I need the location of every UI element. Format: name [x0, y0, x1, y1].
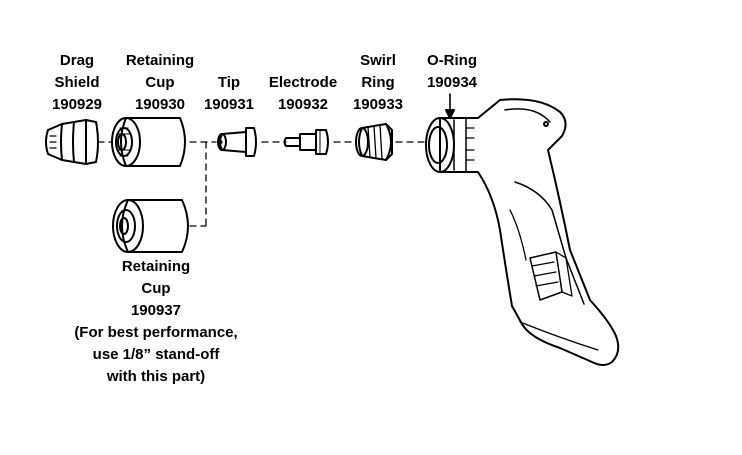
o-ring-part-number: 190934 — [426, 74, 478, 91]
electrode-name: Electrode — [268, 74, 338, 91]
tip-name: Tip — [217, 74, 241, 91]
label-tip: Tip 190931 — [198, 72, 260, 116]
label-alt-retaining-cup: Retaining Cup 190937 (For best performan… — [56, 256, 256, 388]
swirl-ring-name-line1: Swirl — [360, 52, 396, 69]
swirl-ring-icon — [355, 123, 393, 161]
electrode-icon — [283, 129, 329, 155]
alt-retaining-cup-note-line2: use 1/8” stand-off — [92, 346, 220, 363]
alt-retaining-cup-note-line3: with this part) — [106, 368, 206, 385]
retaining-cup-part-number: 190930 — [134, 96, 186, 113]
alt-retaining-cup-name-line1: Retaining — [121, 258, 191, 275]
swirl-ring-part-number: 190933 — [352, 96, 404, 113]
alt-retaining-cup-name-line2: Cup — [141, 280, 171, 297]
drag-shield-icon — [45, 119, 99, 165]
tip-icon — [217, 127, 257, 157]
label-electrode: Electrode 190932 — [262, 72, 344, 116]
retaining-cup-name-line1: Retaining — [125, 52, 195, 69]
label-retaining-cup: Retaining Cup 190930 — [116, 50, 204, 116]
tip-part-number: 190931 — [203, 96, 255, 113]
alt-retaining-cup-part-number: 190937 — [130, 302, 182, 319]
drag-shield-name-line2: Shield — [54, 74, 100, 91]
o-ring-name: O-Ring — [427, 52, 477, 69]
label-swirl-ring: Swirl Ring 190933 — [344, 50, 412, 116]
alt-retaining-cup-note-line1: (For best performance, — [74, 324, 238, 341]
label-o-ring: O-Ring 190934 — [416, 50, 488, 94]
electrode-part-number: 190932 — [277, 96, 329, 113]
torch-handle-icon — [425, 98, 620, 366]
label-drag-shield: Drag Shield 190929 — [44, 50, 110, 116]
pointer-arrow-icon — [445, 93, 455, 119]
retaining-cup-icon — [111, 117, 186, 167]
alt-retaining-cup-icon — [112, 199, 189, 253]
retaining-cup-name-line2: Cup — [145, 74, 175, 91]
drag-shield-name-line1: Drag — [59, 52, 95, 69]
assembly-dashed-line — [97, 141, 425, 227]
drag-shield-part-number: 190929 — [51, 96, 103, 113]
swirl-ring-name-line2: Ring — [361, 74, 395, 91]
